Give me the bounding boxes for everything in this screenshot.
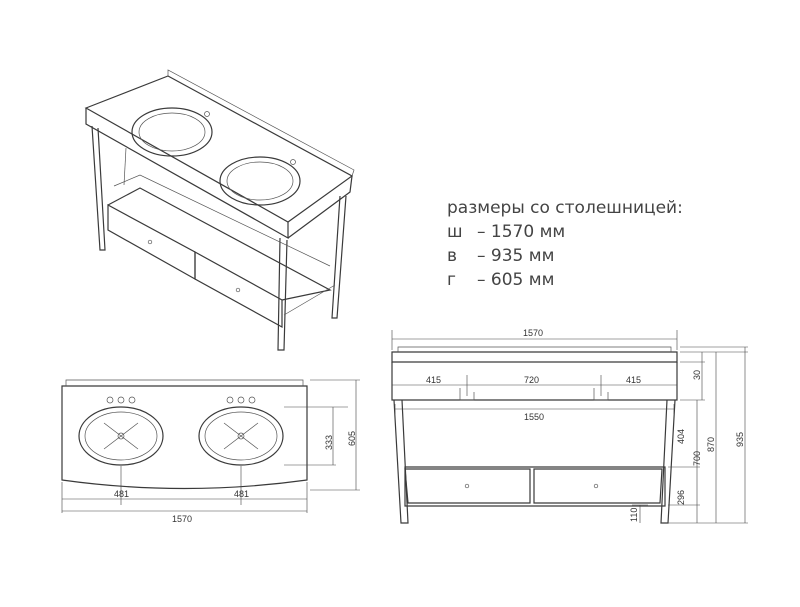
dim-shelf-height: 700 [692, 451, 702, 466]
dim-height-870: 870 [706, 437, 716, 452]
dim-481-right: 481 [234, 489, 249, 499]
dim-offset-left: 415 [426, 375, 441, 385]
spec-heading: размеры со столешницей: [447, 198, 683, 218]
spec-row-height: в – 935 мм [447, 244, 683, 268]
dim-apron-height: 404 [676, 429, 686, 444]
spec-value-width: – 1570 мм [477, 222, 566, 242]
dim-481-left: 481 [114, 489, 129, 499]
front-view [391, 330, 748, 524]
dim-counter-height: 30 [692, 370, 702, 380]
top-view [61, 379, 360, 513]
dim-bowl-depth: 333 [324, 435, 334, 450]
spec-key-depth: г [447, 270, 456, 290]
dim-total-depth: 605 [347, 431, 357, 446]
spec-key-width: ш [447, 222, 463, 242]
dim-lower-height: 296 [676, 490, 686, 505]
dim-frame-width: 1550 [524, 412, 544, 422]
isometric-view [84, 69, 355, 351]
iso-basin-right [219, 156, 301, 206]
spec-value-depth: – 605 мм [477, 270, 555, 290]
dim-height-935: 935 [735, 432, 745, 447]
spec-key-height: в [447, 246, 458, 266]
top-basin-right [198, 406, 284, 466]
dim-front-width: 1570 [523, 328, 543, 338]
dim-offset-right: 415 [626, 375, 641, 385]
dimensions-spec: размеры со столешницей: ш – 1570 мм в – … [447, 196, 683, 292]
top-basin-left [78, 406, 164, 466]
spec-row-width: ш – 1570 мм [447, 220, 683, 244]
spec-row-depth: г – 605 мм [447, 268, 683, 292]
spec-value-height: – 935 мм [477, 246, 555, 266]
dim-top-width: 1570 [172, 514, 192, 524]
dim-leg-clearance: 110 [629, 508, 639, 522]
iso-basin-left [131, 107, 213, 157]
dim-center-spacing: 720 [524, 375, 539, 385]
